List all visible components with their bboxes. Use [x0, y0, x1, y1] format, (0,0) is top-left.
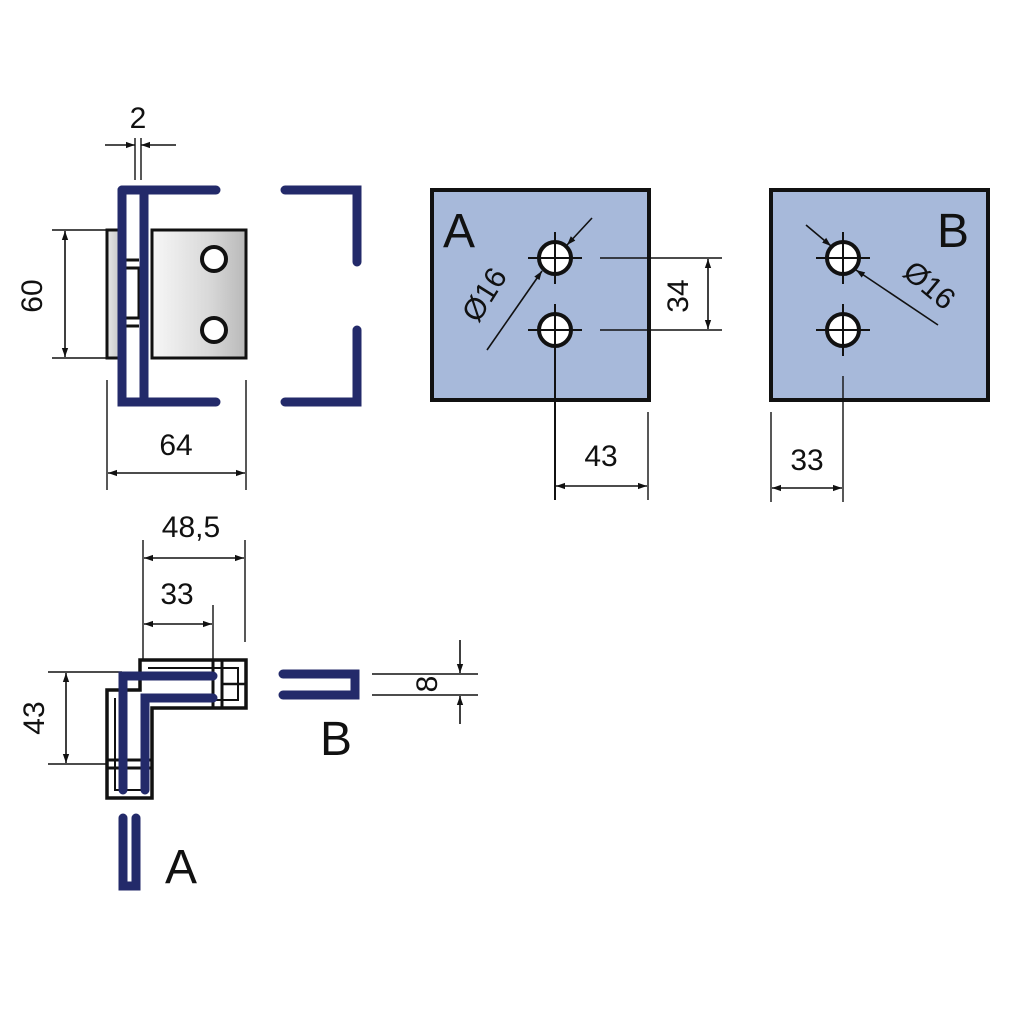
glass-top: [118, 669, 360, 891]
dim-width-label: 64: [159, 429, 192, 462]
plate-a-offset-label: 43: [584, 440, 617, 473]
plate-a: A Ø16 34 43: [430, 188, 722, 500]
dim-height: 60: [16, 229, 110, 359]
top-view: 48,5 33 43: [18, 511, 478, 894]
front-screw-hole-bottom: [200, 316, 228, 344]
dim-glass-gap: 2: [105, 102, 176, 180]
dim-glass-gap-label: 2: [130, 102, 147, 135]
plate-a-label: A: [443, 205, 475, 258]
plate-a-hole-bottom: [528, 304, 582, 500]
clamp-front-body: [105, 228, 248, 360]
dim-depth: 43: [18, 671, 122, 765]
glass-panel-a: [118, 813, 141, 891]
front-view: 2 60: [16, 102, 362, 490]
plate-b-hole-top: [816, 232, 870, 284]
plate-b-hole-bottom: [816, 304, 870, 356]
plate-a-spacing-label: 34: [662, 279, 695, 312]
dim-glass-thickness: 8: [372, 640, 478, 724]
plate-a-offset-dim: 43: [556, 412, 649, 500]
plate-b-offset-label: 33: [790, 444, 823, 477]
top-view-label-a: A: [165, 841, 197, 894]
top-view-label-b: B: [320, 713, 352, 766]
plate-b-offset-dim: 33: [770, 376, 844, 502]
dim-outer: 48,5: [142, 511, 246, 662]
plate-a-hole-top: [528, 232, 582, 284]
plate-b: B Ø16 33: [769, 188, 990, 502]
dim-height-label: 60: [16, 279, 49, 312]
dim-width: 64: [106, 380, 247, 490]
dim-inner-label: 33: [160, 578, 193, 611]
dim-outer-label: 48,5: [162, 511, 220, 544]
dim-glass-thickness-label: 8: [411, 676, 444, 693]
dim-depth-label: 43: [18, 701, 51, 734]
plate-a-spacing-dim: 34: [600, 257, 722, 331]
glass-panel-b: [278, 669, 360, 700]
plate-b-label: B: [937, 205, 969, 258]
dim-inner: 33: [144, 578, 214, 662]
front-screw-hole-top: [200, 245, 228, 273]
clamp-top-body: [105, 658, 248, 800]
glass-front: [117, 185, 362, 407]
